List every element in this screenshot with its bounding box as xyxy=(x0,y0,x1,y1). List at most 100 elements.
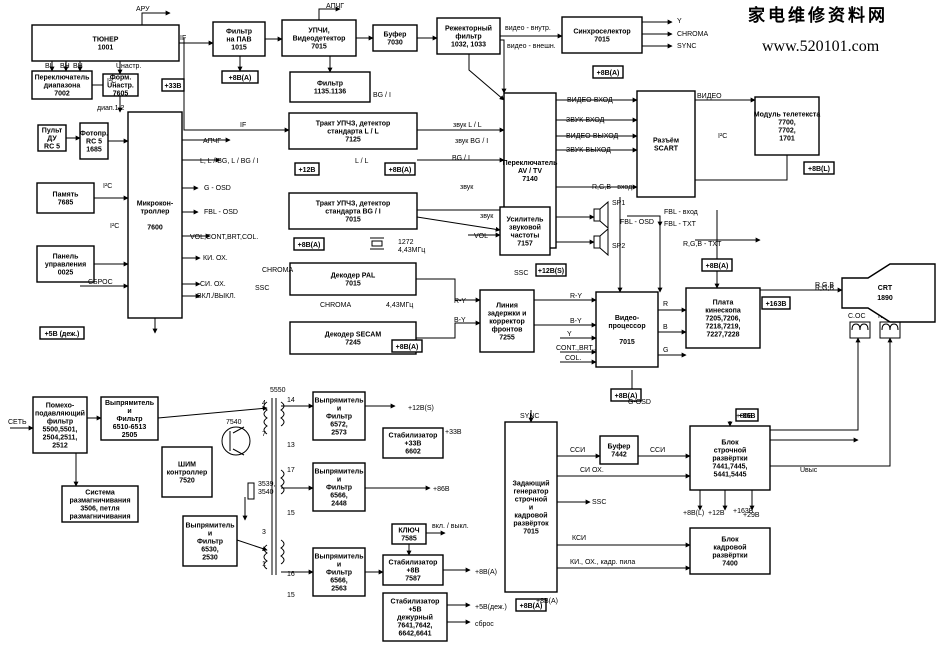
signal-label: +8В(А) xyxy=(475,569,497,576)
crt-rgb-label: R,G,B xyxy=(815,282,834,289)
speaker-sp2-icon xyxy=(593,227,609,257)
block-label: Задающий xyxy=(512,480,549,488)
block-label: Выпрямитель xyxy=(185,523,235,530)
signal-label: COL. xyxy=(565,355,581,362)
speaker-sp1-icon xyxy=(593,200,609,230)
block-label: развёртки xyxy=(712,456,747,463)
block-label: строчной xyxy=(714,447,747,455)
signal-label: CHROMA xyxy=(262,267,293,274)
signal-label: 15 xyxy=(287,592,295,599)
transistor-icon xyxy=(221,426,251,456)
crt-icon: CRT 1890 xyxy=(841,263,936,323)
signal-label: 1272 xyxy=(398,239,414,246)
block-label: корректор xyxy=(489,319,525,326)
signal-label: IF xyxy=(240,122,246,129)
watermark-line2: www.520101.com xyxy=(762,38,880,55)
block-label: Пульт xyxy=(42,128,63,135)
signal-label: КСИ xyxy=(572,535,586,542)
signal-label: ЗВУК-ВЫХОД xyxy=(566,147,611,154)
power-tag-p4: +12В xyxy=(294,162,320,176)
signal-label: Uнастр. xyxy=(116,63,141,70)
block-label: Выпрямитель xyxy=(314,554,364,561)
block-label: 7227,7228 xyxy=(706,332,739,339)
signal-label: BH xyxy=(73,63,83,70)
signal-label: G-OSD xyxy=(628,399,651,406)
signal-label: 5550 xyxy=(270,387,286,394)
power-tag-p12: +8В(А) xyxy=(701,258,733,272)
signal-label: R,G,B - TXT xyxy=(683,241,722,248)
block-label: 6566, xyxy=(330,578,348,585)
signal-label: IF xyxy=(180,35,186,42)
block-label: +8В xyxy=(406,568,419,575)
block-label: Переключатель xyxy=(35,75,91,82)
block-label: 7400 xyxy=(722,561,738,568)
block-label: 7125 xyxy=(345,137,361,144)
signal-label: I²C xyxy=(718,133,727,140)
block-label: Система xyxy=(85,490,115,497)
power-tag-label: +8В(А) xyxy=(597,70,620,77)
block-label: частоты xyxy=(511,233,540,240)
block-label: ШИМ xyxy=(178,462,196,469)
block-label: фильтр xyxy=(47,419,73,426)
signal-label: I²C xyxy=(107,78,116,85)
signal-label: SSC xyxy=(255,285,269,292)
block-label: +33В xyxy=(405,441,422,448)
block-label: развёрток xyxy=(513,521,549,528)
block-label: и xyxy=(337,562,341,569)
signal-label: SSC xyxy=(514,270,528,277)
signal-label: Uвыс xyxy=(800,467,818,474)
signal-label: BL xyxy=(45,63,54,70)
signal-label: звук L / L xyxy=(453,122,482,129)
block-label: 7641,7642, xyxy=(397,623,432,630)
block-label: подавляющий xyxy=(35,410,85,418)
block-label: 6572, xyxy=(330,422,348,429)
block-label: Выпрямитель xyxy=(314,469,364,476)
block-label: ДУ xyxy=(47,136,57,143)
block-label: управления xyxy=(45,262,86,269)
signal-label: +8В(А) xyxy=(536,598,558,605)
block-label: 7700, xyxy=(778,120,796,127)
block-label: ТЮНЕР xyxy=(93,37,119,44)
signal-label: 17 xyxy=(287,467,295,474)
block-label: 6642,6641 xyxy=(398,631,431,638)
block-label: Выпрямитель xyxy=(314,398,364,405)
block-label: и xyxy=(529,505,533,512)
signal-label: диап.1,2 xyxy=(97,105,124,112)
signal-label: I²C xyxy=(110,223,119,230)
power-tag-label: +8В(L) xyxy=(808,166,830,173)
coil-vdef-icon xyxy=(879,321,901,339)
signal-label: BG / I xyxy=(373,92,391,99)
power-tag-p9: +12В(S) xyxy=(535,263,567,277)
signal-label: FBL - TXT xyxy=(664,221,697,228)
signal-label: G xyxy=(663,347,668,354)
block-label: 7585 xyxy=(401,536,417,543)
block-label: 7245 xyxy=(345,340,361,347)
block-label: Модуль телетекста xyxy=(754,112,821,119)
block-label: 3506, петля xyxy=(80,506,119,513)
signal-label: АРУ xyxy=(136,6,150,13)
block-label: 0025 xyxy=(58,270,74,277)
signal-label: B-Y xyxy=(570,318,582,325)
block-label: звуковой xyxy=(509,224,541,232)
signal-label: SSC xyxy=(592,499,606,506)
block-label: Разъём xyxy=(653,138,679,145)
wire xyxy=(416,320,481,339)
signal-label: R,G,B - вход xyxy=(592,184,632,191)
block-label: 1001 xyxy=(98,45,114,52)
signal-label: CHROMA xyxy=(677,31,708,38)
signal-label: B-Y xyxy=(454,317,466,324)
signal-label: СИ. ОХ. xyxy=(200,281,226,288)
signal-label: CHROMA xyxy=(320,302,351,309)
power-tag-p11: +8В(А) xyxy=(610,388,642,402)
block-label: Фильтр xyxy=(116,416,142,423)
signal-label: FBL - вход xyxy=(664,209,698,216)
power-tag-label: +12В xyxy=(299,167,316,174)
block-label: генератор xyxy=(514,489,549,496)
coil-label-hdef: С.ОС xyxy=(848,313,866,320)
